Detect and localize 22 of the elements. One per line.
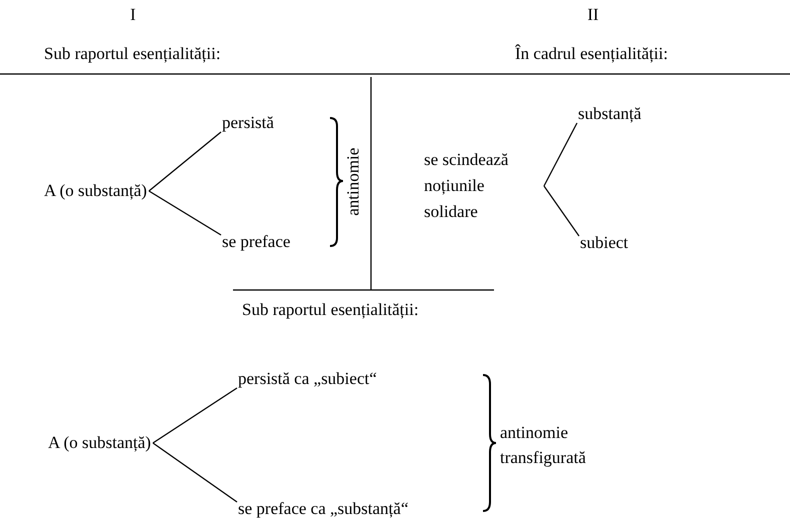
term-text: substanță	[578, 101, 642, 127]
text-label: În cadrul esențialității:	[515, 43, 668, 65]
term-text: A (o substanță)	[44, 178, 147, 204]
rotated-label: antinomie	[342, 146, 364, 218]
term-text: A (o substanță)	[48, 430, 151, 456]
text-label: antinomie transfigurată	[500, 422, 587, 469]
term-text: se scindează noțiunile solidare	[424, 147, 542, 225]
term-text: se preface	[222, 229, 290, 255]
branch-line	[544, 186, 580, 236]
term-text: se preface ca „substanță“	[238, 496, 408, 520]
term-text: subiect	[580, 230, 628, 256]
branch-line	[152, 442, 238, 502]
text-label: Sub raportul esențialității:	[44, 43, 221, 65]
term-text: persistă	[222, 110, 274, 136]
branch-line	[543, 122, 578, 186]
text-label: II	[586, 4, 600, 26]
text-label: I	[129, 4, 137, 26]
term-text: persistă ca „subiect“	[238, 366, 377, 392]
branch-line	[152, 388, 238, 444]
text-label: Sub raportul esențialității:	[242, 299, 419, 321]
branch-line	[148, 190, 222, 236]
branch-line	[148, 132, 222, 192]
